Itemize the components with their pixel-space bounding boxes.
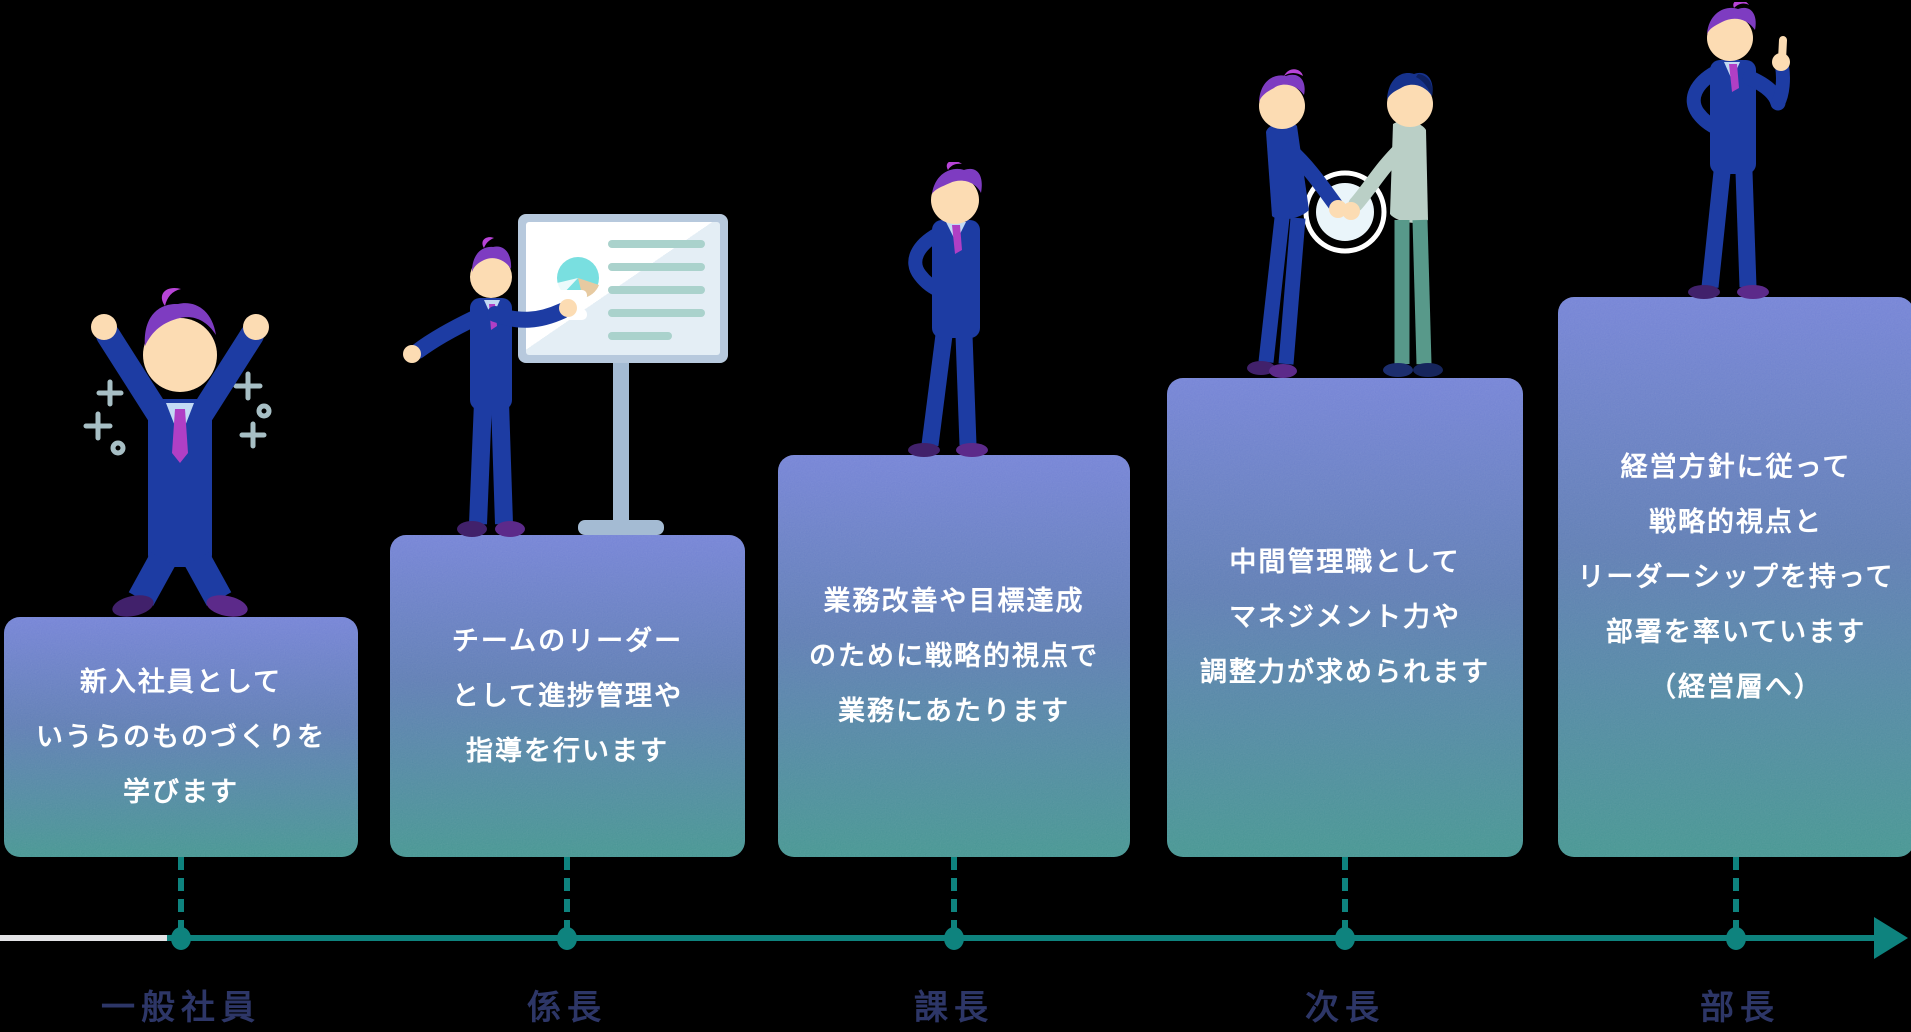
timeline-dot <box>171 927 191 950</box>
timeline-connector <box>1342 857 1348 936</box>
career-step-card-1: 新入社員として いうらのものづくりを 学びます <box>4 617 358 857</box>
description-line: 学びます <box>123 776 239 808</box>
career-step-description: 中間管理職として マネジメント力や 調整力が求められます <box>1200 535 1490 700</box>
description-line: （経営層へ） <box>1649 671 1823 703</box>
timeline-label-section-chief: 係長 <box>527 988 607 1028</box>
career-step-card-5: 経営方針に従って 戦略的視点と リーダーシップを持って 部署を率いています （経… <box>1558 297 1911 857</box>
description-line: 業務にあたります <box>838 695 1070 727</box>
timeline-dot <box>1335 927 1355 950</box>
career-step-description: チームのリーダー として進捗管理や 指導を行います <box>452 614 683 779</box>
handshake-people-icon <box>1247 69 1443 378</box>
description-line: いうらのものづくりを <box>36 721 326 753</box>
timeline-gray-segment <box>0 935 167 941</box>
description-line: 新入社員として <box>79 666 283 698</box>
description-line: 指導を行います <box>465 735 669 767</box>
description-line: 調整力が求められます <box>1200 657 1490 688</box>
career-step-card-4: 中間管理職として マネジメント力や 調整力が求められます <box>1167 378 1523 857</box>
description-line: リーダーシップを持って <box>1577 561 1895 593</box>
description-line: 経営方針に従って <box>1620 451 1852 483</box>
description-line: として進捗管理や <box>451 680 684 712</box>
timeline-connector <box>178 857 184 936</box>
cheering-person-icon <box>83 287 272 617</box>
career-step-card-2: チームのリーダー として進捗管理や 指導を行います <box>390 535 745 857</box>
timeline-connector <box>564 857 570 936</box>
timeline-dot <box>1726 927 1746 950</box>
timeline-label-section-manager: 課長 <box>914 988 994 1028</box>
timeline-label-general-employee: 一般社員 <box>101 988 261 1028</box>
timeline-connector <box>951 857 957 936</box>
text-lines <box>608 240 705 340</box>
description-line: 部署を率いています <box>1605 616 1867 648</box>
whiteboard-stand-base <box>578 520 664 535</box>
description-line: 業務改善や目標達成 <box>823 585 1085 617</box>
timeline-label-deputy-director: 次長 <box>1305 988 1385 1028</box>
description-line: チームのリーダー <box>451 625 684 657</box>
career-step-description: 新入社員として いうらのものづくりを 学びます <box>36 655 326 820</box>
sparkles <box>83 371 272 456</box>
career-step-card-3: 業務改善や目標達成 のために戦略的視点で 業務にあたります <box>778 455 1130 857</box>
description-line: マネジメント力や <box>1229 602 1461 633</box>
presenter-whiteboard-icon <box>403 214 728 537</box>
timeline-dot <box>944 927 964 950</box>
description-line: 戦略的視点と <box>1649 506 1823 538</box>
career-step-description: 業務改善や目標達成 のために戦略的視点で 業務にあたります <box>809 574 1099 739</box>
description-line: 中間管理職として <box>1229 547 1461 578</box>
timeline-dot <box>557 927 577 950</box>
career-step-description: 経営方針に従って 戦略的視点と リーダーシップを持って 部署を率いています （経… <box>1577 440 1894 715</box>
timeline-label-department-head: 部長 <box>1700 988 1780 1028</box>
whiteboard <box>518 214 728 363</box>
standing-person-icon <box>908 162 988 457</box>
whiteboard-stand-pole <box>613 357 629 525</box>
timeline-arrow-icon <box>1874 917 1908 959</box>
description-line: のために戦略的視点で <box>809 640 1099 672</box>
timeline-connector <box>1733 857 1739 936</box>
pointing-person-icon <box>1686 2 1790 299</box>
timeline-axis <box>167 935 1877 941</box>
